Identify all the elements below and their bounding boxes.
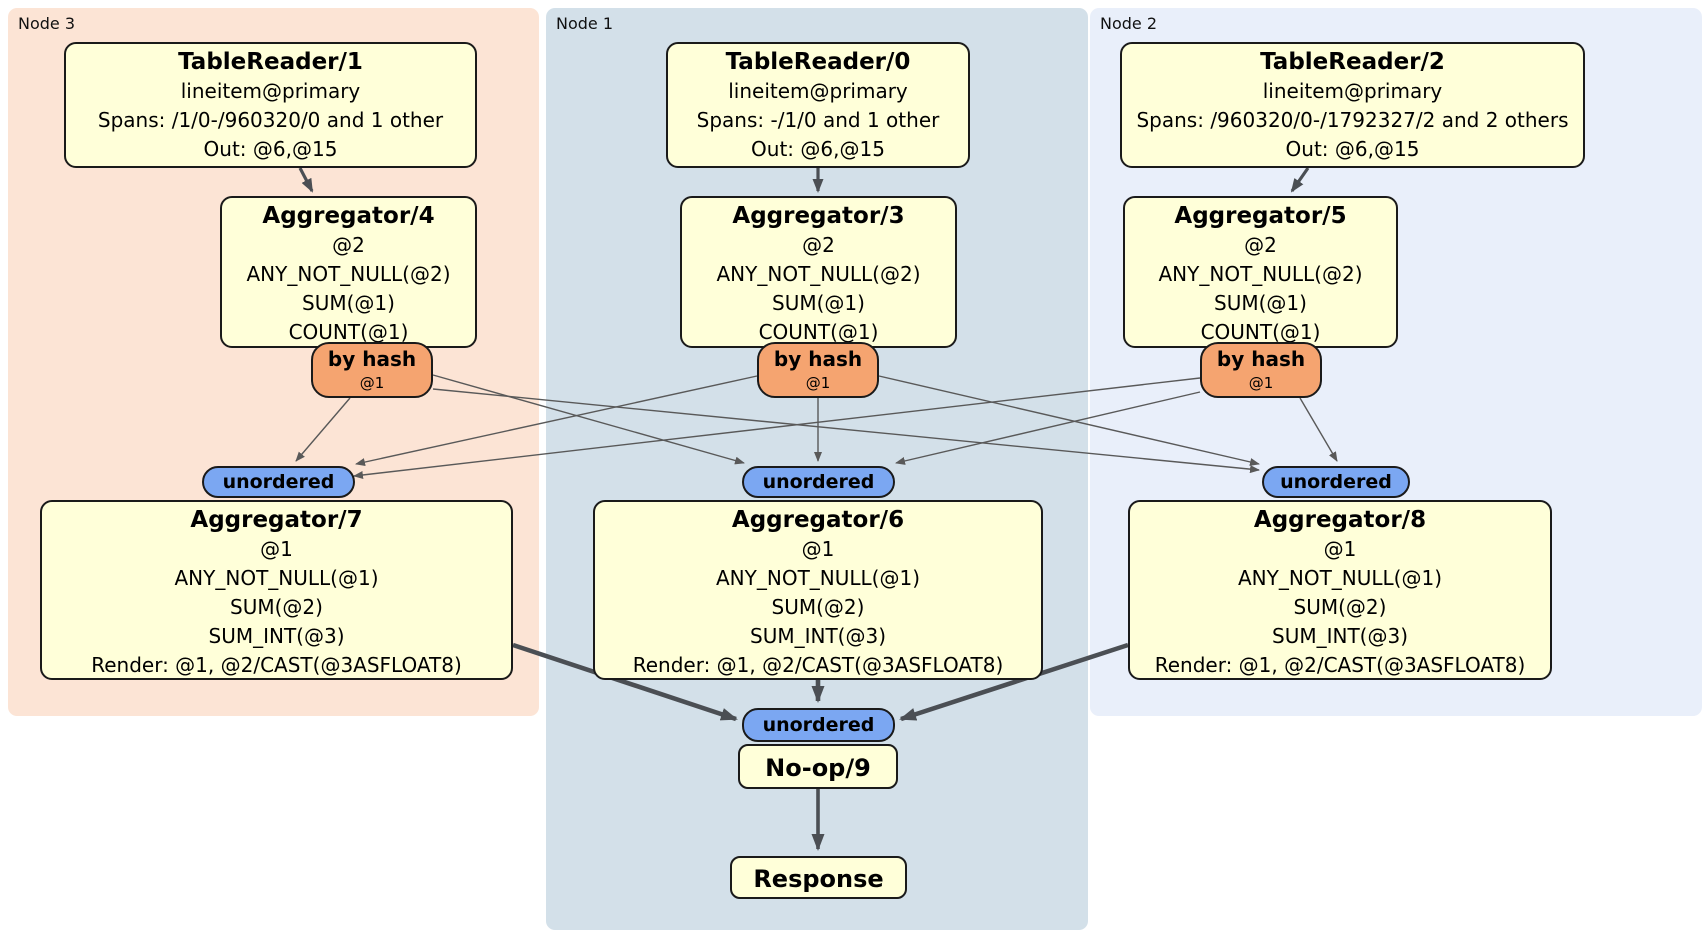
processor-title: TableReader/0 — [725, 49, 911, 75]
router-label: unordered — [1280, 471, 1392, 493]
processor-line: ANY_NOT_NULL(@2) — [246, 262, 451, 286]
processor-line: Spans: -/1/0 and 1 other — [696, 108, 940, 132]
processor-line: ANY_NOT_NULL(@1) — [716, 566, 920, 590]
processor-line: @1 — [1323, 537, 1357, 561]
router-label: unordered — [222, 471, 335, 493]
processor-line: SUM(@1) — [302, 291, 395, 315]
processor-line: SUM(@2) — [1293, 595, 1387, 619]
processor-line: lineitem@primary — [180, 79, 361, 103]
router-sub: @1 — [359, 374, 385, 392]
processor-line: SUM_INT(@3) — [208, 624, 345, 648]
stream-unordered-node2: unordered — [1262, 466, 1410, 498]
processor-title: No-op/9 — [765, 754, 871, 782]
router-label: by hash — [327, 347, 417, 371]
processor-aggregator-3: Aggregator/3 @2 ANY_NOT_NULL(@2) SUM(@1)… — [680, 196, 957, 348]
router-by-hash-node1: by hash @1 — [757, 342, 879, 398]
region-node-2-label: Node 2 — [1100, 14, 1158, 33]
processor-line: SUM(@1) — [772, 291, 865, 315]
processor-line: Out: @6,@15 — [1285, 137, 1420, 161]
router-label: by hash — [773, 347, 863, 371]
stream-unordered-final: unordered — [742, 708, 895, 742]
processor-line: ANY_NOT_NULL(@1) — [1238, 566, 1442, 590]
processor-tablereader-2: TableReader/2 lineitem@primary Spans: /9… — [1120, 42, 1585, 168]
processor-line: Out: @6,@15 — [203, 137, 338, 161]
processor-title: Aggregator/7 — [190, 507, 363, 533]
processor-title: Aggregator/3 — [732, 203, 905, 229]
processor-line: Render: @1, @2/CAST(@3ASFLOAT8) — [91, 653, 462, 677]
processor-response: Response — [730, 856, 907, 899]
processor-line: Spans: /960320/0-/1792327/2 and 2 others — [1136, 108, 1569, 132]
stream-unordered-node3: unordered — [202, 466, 355, 498]
processor-line: @2 — [332, 233, 365, 257]
processor-line: @2 — [802, 233, 835, 257]
processor-line: SUM(@2) — [230, 595, 323, 619]
router-by-hash-node3: by hash @1 — [311, 342, 433, 398]
router-sub: @1 — [805, 374, 831, 392]
processor-line: @1 — [801, 537, 835, 561]
processor-line: lineitem@primary — [728, 79, 908, 103]
processor-title: Aggregator/8 — [1253, 507, 1427, 533]
region-node-1-label: Node 1 — [556, 14, 614, 33]
processor-line: SUM_INT(@3) — [750, 624, 886, 648]
router-by-hash-node2: by hash @1 — [1200, 342, 1322, 398]
processor-noop-9: No-op/9 — [738, 744, 898, 789]
processor-tablereader-1: TableReader/1 lineitem@primary Spans: /1… — [64, 42, 477, 168]
processor-title: Response — [753, 865, 884, 893]
processor-title: TableReader/1 — [178, 49, 363, 75]
processor-title: Aggregator/4 — [262, 203, 435, 229]
processor-line: COUNT(@1) — [1200, 320, 1321, 344]
processor-tablereader-0: TableReader/0 lineitem@primary Spans: -/… — [666, 42, 970, 168]
processor-line: COUNT(@1) — [758, 320, 879, 344]
processor-line: lineitem@primary — [1262, 79, 1443, 103]
processor-line: Render: @1, @2/CAST(@3ASFLOAT8) — [632, 653, 1004, 677]
region-node-3-label: Node 3 — [18, 14, 76, 33]
processor-line: @2 — [1244, 233, 1277, 257]
processor-line: SUM(@1) — [1214, 291, 1307, 315]
stream-unordered-node1: unordered — [742, 466, 895, 498]
processor-aggregator-8: Aggregator/8 @1 ANY_NOT_NULL(@1) SUM(@2)… — [1128, 500, 1552, 680]
processor-line: ANY_NOT_NULL(@2) — [716, 262, 921, 286]
processor-line: COUNT(@1) — [288, 320, 409, 344]
processor-line: Spans: /1/0-/960320/0 and 1 other — [97, 108, 444, 132]
processor-line: ANY_NOT_NULL(@2) — [1158, 262, 1363, 286]
router-label: unordered — [762, 714, 875, 736]
processor-title: Aggregator/5 — [1174, 203, 1347, 229]
processor-line: Render: @1, @2/CAST(@3ASFLOAT8) — [1154, 653, 1526, 677]
processor-line: SUM_INT(@3) — [1272, 624, 1408, 648]
router-label: unordered — [762, 471, 875, 493]
processor-aggregator-4: Aggregator/4 @2 ANY_NOT_NULL(@2) SUM(@1)… — [220, 196, 477, 348]
router-sub: @1 — [1248, 374, 1274, 392]
processor-aggregator-6: Aggregator/6 @1 ANY_NOT_NULL(@1) SUM(@2)… — [593, 500, 1043, 680]
processor-title: TableReader/2 — [1260, 49, 1445, 75]
router-label: by hash — [1216, 347, 1306, 371]
processor-aggregator-5: Aggregator/5 @2 ANY_NOT_NULL(@2) SUM(@1)… — [1123, 196, 1398, 348]
processor-title: Aggregator/6 — [731, 507, 905, 533]
processor-line: Out: @6,@15 — [751, 137, 885, 161]
processor-line: SUM(@2) — [771, 595, 865, 619]
processor-line: @1 — [260, 537, 293, 561]
processor-line: ANY_NOT_NULL(@1) — [174, 566, 379, 590]
processor-aggregator-7: Aggregator/7 @1 ANY_NOT_NULL(@1) SUM(@2)… — [40, 500, 513, 680]
